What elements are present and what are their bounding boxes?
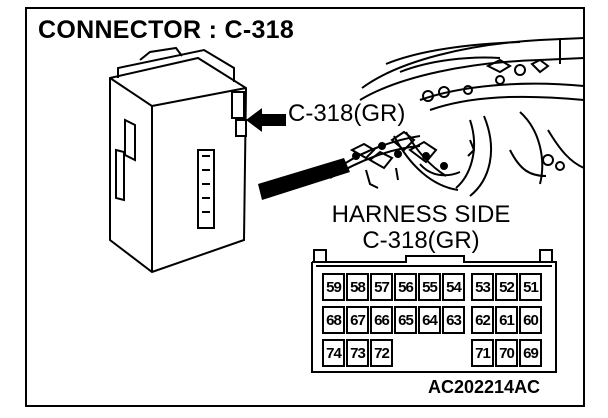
connector-face-outline [311, 249, 557, 373]
pin-cell: 53 [471, 273, 494, 301]
harness-side-label: HARNESS SIDE [331, 201, 511, 228]
outer-border [25, 7, 585, 407]
pin-cell: 68 [322, 306, 345, 334]
pin-cell: 71 [471, 339, 494, 367]
pin-cell: 56 [394, 273, 417, 301]
pin-cell: 55 [418, 273, 441, 301]
pin-cell: 58 [346, 273, 369, 301]
harness-connector-code: C-318(GR) [362, 227, 480, 254]
pin-cell: 64 [418, 306, 441, 334]
pin-cell: 66 [370, 306, 393, 334]
pin-cell: 73 [346, 339, 369, 367]
pin-cell: 61 [495, 306, 518, 334]
pin-row-1: 59 58 57 56 55 54 53 52 51 [322, 273, 554, 305]
connector-title: CONNECTOR : C-318 [38, 16, 295, 44]
pin-cell: 72 [370, 339, 393, 367]
pin-cell: 60 [519, 306, 542, 334]
wiring-harness-illustration [329, 130, 461, 189]
pin-cell: 57 [370, 273, 393, 301]
pin-cell: 65 [394, 306, 417, 334]
pin-cell-empty [442, 339, 465, 367]
pin-cell: 69 [519, 339, 542, 367]
pin-cell: 51 [519, 273, 542, 301]
pin-cell: 54 [442, 273, 465, 301]
pin-cell-empty [394, 339, 417, 367]
pin-cell: 59 [322, 273, 345, 301]
pin-cell: 67 [346, 306, 369, 334]
pin-cell-empty [418, 339, 441, 367]
connector-pin-grid: 59 58 57 56 55 54 53 52 51 68 67 66 65 6… [322, 273, 554, 371]
pin-cell: 74 [322, 339, 345, 367]
figure-code: AC202214AC [428, 377, 541, 397]
pin-row-3: 74 73 72 71 70 69 [322, 339, 554, 371]
pin-cell: 52 [495, 273, 518, 301]
control-unit-illustration [109, 46, 248, 274]
connector-callout-label: C-318(GR) [288, 100, 406, 127]
arrow-left-icon [246, 108, 286, 132]
pin-row-2: 68 67 66 65 64 63 62 61 60 [322, 306, 554, 338]
pin-cell: 62 [471, 306, 494, 334]
pin-cell: 70 [495, 339, 518, 367]
pin-cell: 63 [442, 306, 465, 334]
zoom-indicator [258, 158, 350, 200]
